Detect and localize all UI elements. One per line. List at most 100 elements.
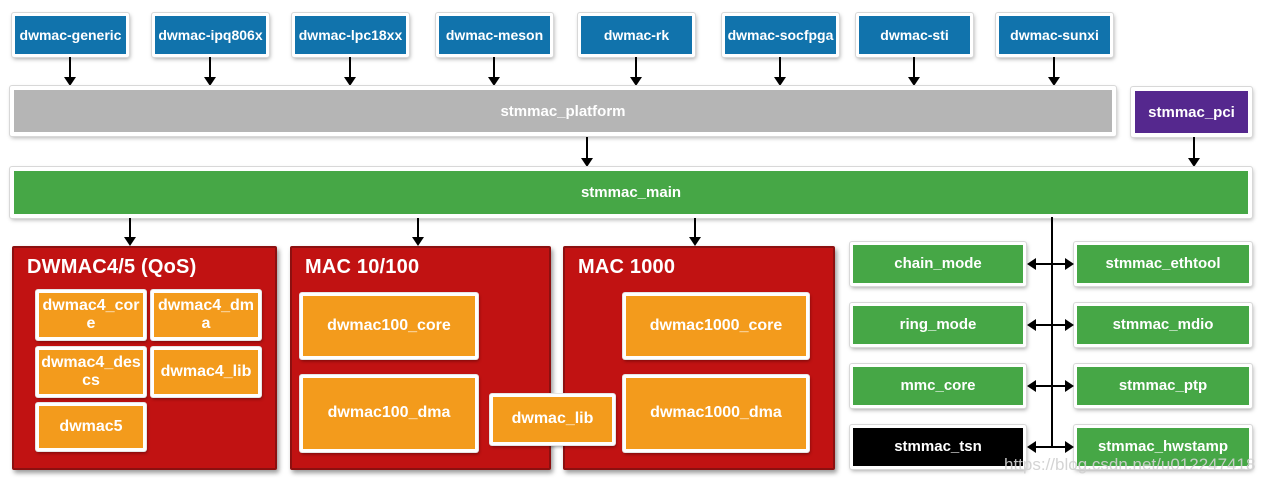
arrow-line [694, 218, 696, 237]
module-label: dwmac_lib [511, 410, 594, 428]
module-box-stmmac-ptp: stmmac_ptp [1074, 364, 1252, 408]
arrow-line [69, 57, 71, 78]
arrow-head-down-icon [344, 77, 356, 86]
module-box-chain-mode: chain_mode [850, 242, 1026, 286]
arrow-line [586, 137, 588, 158]
helper-bus-line [1051, 217, 1053, 447]
module-box-dwmac-sti: dwmac-sti [856, 13, 973, 57]
container-title: MAC 10/100 [305, 256, 420, 278]
module-box-stmmac-mdio: stmmac_mdio [1074, 303, 1252, 347]
module-box-dwmac-lpc18xx: dwmac-lpc18xx [292, 13, 409, 57]
module-box-dwmac-socfpga: dwmac-socfpga [722, 13, 839, 57]
module-box-stmmac-hwstamp: stmmac_hwstamp [1074, 425, 1252, 469]
container-dwmac45-qos: DWMAC4/5 (QoS) dwmac4_core dwmac4_dma dw… [12, 246, 277, 470]
module-box-dwmac-meson: dwmac-meson [436, 13, 553, 57]
module-box-dwmac5: dwmac5 [36, 403, 146, 451]
module-box-dwmac-ipq806x: dwmac-ipq806x [152, 13, 269, 57]
arrow-head-down-icon [124, 237, 136, 246]
arrow-line [1193, 137, 1195, 158]
arrow-head-down-icon [1188, 158, 1200, 167]
module-box-dwmac100-dma: dwmac100_dma [300, 375, 478, 452]
module-label: stmmac_hwstamp [1097, 438, 1229, 456]
arrow-line [1053, 57, 1055, 78]
arrow-head-left-icon [1027, 380, 1036, 392]
module-box-dwmac4-descs: dwmac4_descs [36, 347, 146, 397]
module-box-dwmac-rk: dwmac-rk [578, 13, 695, 57]
module-label: dwmac100_dma [327, 404, 451, 422]
module-label: chain_mode [894, 255, 982, 273]
module-label: dwmac-meson [445, 26, 544, 43]
arrow-head-down-icon [412, 237, 424, 246]
pci-box: stmmac_pci [1131, 87, 1252, 137]
arrow-line [779, 57, 781, 78]
arrow-head-down-icon [774, 77, 786, 86]
module-label: ring_mode [899, 316, 977, 334]
arrow-line [1036, 324, 1066, 326]
module-label: dwmac4_core [42, 296, 140, 332]
module-label: stmmac_ethtool [1105, 255, 1221, 273]
arrow-head-down-icon [204, 77, 216, 86]
arrow-head-right-icon [1065, 258, 1074, 270]
arrow-line [635, 57, 637, 78]
container-mac1000: MAC 1000 dwmac1000_core dwmac1000_dma [563, 246, 835, 470]
module-label: dwmac5 [59, 417, 123, 435]
module-box-dwmac100-core: dwmac100_core [300, 293, 478, 359]
module-label: dwmac-socfpga [727, 26, 834, 43]
container-title: DWMAC4/5 (QoS) [27, 256, 197, 278]
module-box-dwmac1000-dma: dwmac1000_dma [623, 375, 809, 452]
main-bar: stmmac_main [10, 167, 1252, 218]
module-label: dwmac-lpc18xx [298, 26, 403, 43]
arrow-head-down-icon [488, 77, 500, 86]
module-label: dwmac-ipq806x [158, 26, 263, 43]
arrow-line [493, 57, 495, 78]
arrow-head-down-icon [689, 237, 701, 246]
module-box-stmmac-ethtool: stmmac_ethtool [1074, 242, 1252, 286]
arrow-line [209, 57, 211, 78]
arrow-head-left-icon [1027, 258, 1036, 270]
main-bar-label: stmmac_main [580, 184, 682, 201]
module-box-dwmac4-dma: dwmac4_dma [151, 290, 261, 340]
module-label: dwmac4_dma [157, 296, 255, 332]
module-box-dwmac-generic: dwmac-generic [12, 13, 129, 57]
arrow-head-right-icon [1065, 319, 1074, 331]
arrow-head-down-icon [630, 77, 642, 86]
arrow-head-right-icon [1065, 380, 1074, 392]
arrow-line [1036, 446, 1066, 448]
arrow-head-down-icon [581, 158, 593, 167]
module-box-dwmac-lib: dwmac_lib [490, 394, 615, 445]
module-box-dwmac-sunxi: dwmac-sunxi [996, 13, 1113, 57]
module-label: stmmac_mdio [1112, 316, 1214, 334]
module-label: dwmac4_descs [41, 353, 141, 389]
platform-bar-label: stmmac_platform [500, 102, 626, 120]
module-box-dwmac1000-core: dwmac1000_core [623, 293, 809, 359]
arrow-head-left-icon [1027, 319, 1036, 331]
module-label: stmmac_ptp [1118, 377, 1208, 395]
module-label: dwmac-sunxi [1010, 26, 1099, 43]
platform-bar: stmmac_platform [10, 86, 1116, 136]
arrow-line [913, 57, 915, 78]
arrow-head-down-icon [908, 77, 920, 86]
arrow-head-left-icon [1027, 441, 1036, 453]
arrow-head-right-icon [1065, 441, 1074, 453]
pci-box-label: stmmac_pci [1148, 103, 1235, 121]
arrow-line [349, 57, 351, 78]
container-title: MAC 1000 [578, 256, 676, 278]
module-label: mmc_core [900, 377, 976, 395]
container-mac10-100: MAC 10/100 dwmac100_core dwmac100_dma [290, 246, 551, 470]
arrow-head-down-icon [1048, 77, 1060, 86]
arrow-line [129, 218, 131, 237]
module-box-stmmac-tsn: stmmac_tsn [850, 425, 1026, 469]
module-label: dwmac100_core [327, 316, 451, 334]
arrow-line [1036, 385, 1066, 387]
module-label: dwmac-sti [880, 26, 949, 43]
module-label: dwmac4_lib [160, 362, 252, 380]
watermark-url: https://blog.csdn.net/u012247418 [1004, 455, 1256, 474]
arrow-line [417, 218, 419, 237]
module-label: dwmac-rk [603, 26, 670, 43]
module-box-mmc-core: mmc_core [850, 364, 1026, 408]
module-label: dwmac1000_dma [650, 404, 782, 422]
module-label: dwmac-generic [19, 26, 122, 43]
module-label: stmmac_tsn [894, 438, 982, 456]
module-box-ring-mode: ring_mode [850, 303, 1026, 347]
